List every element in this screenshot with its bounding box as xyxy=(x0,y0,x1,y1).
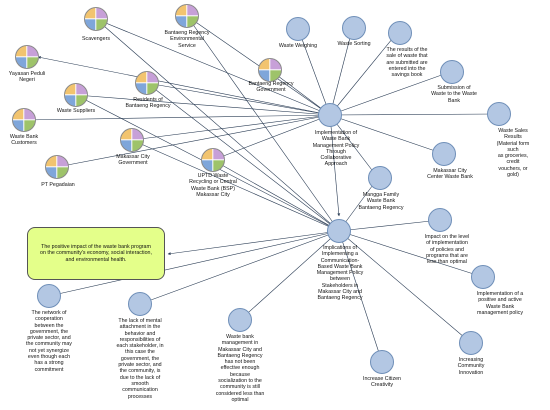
sales-results-node xyxy=(487,102,511,126)
waste-suppliers-label: Waste Suppliers xyxy=(56,108,96,114)
connector-arrow xyxy=(298,30,331,116)
positive-impl-label: Implementation of a positive and active … xyxy=(476,291,524,316)
connector-arrow xyxy=(146,82,340,232)
network-node xyxy=(37,284,61,308)
impact-level-label: Impact on the level of implementation of… xyxy=(424,234,470,266)
positive-impact-box: The positive impact of the waste bank pr… xyxy=(27,227,165,280)
connector-arrow xyxy=(338,230,472,344)
creativity-label: Increase Citizen Creativity xyxy=(363,376,401,389)
yayasan-pie-icon xyxy=(15,45,39,69)
bantaeng-gov-pie-icon xyxy=(258,58,282,82)
waste-weighing-label: Waste Weighing xyxy=(278,43,318,49)
bantaeng-gov-label: Bantaeng Regency Government xyxy=(248,81,294,94)
creativity-node xyxy=(370,350,394,374)
connector-arrow xyxy=(186,15,340,232)
connector-arrow xyxy=(329,114,341,217)
connector-arrow xyxy=(48,230,340,297)
residents-pie-icon xyxy=(135,71,159,95)
sale-results-node xyxy=(388,21,412,45)
pegadaian-pie-icon xyxy=(45,155,69,179)
pegadaian-label: PT Pegadaian xyxy=(41,182,75,188)
scavengers-pie-icon xyxy=(84,7,108,31)
customers-pie-icon xyxy=(12,108,36,132)
connector-arrow xyxy=(329,114,379,179)
connector-arrow xyxy=(329,114,445,155)
connector-arrow xyxy=(139,230,340,305)
not-effective-label: Waste bank management in Makassar City a… xyxy=(215,334,265,403)
lack-attachment-node xyxy=(128,292,152,316)
sales-results-label: Waste Sales Results (Material form such … xyxy=(496,128,530,179)
submission-node xyxy=(440,60,464,84)
connector-arrow xyxy=(338,218,441,232)
not-effective-node xyxy=(228,308,252,332)
waste-sorting-node xyxy=(342,16,366,40)
connector-arrow xyxy=(329,71,451,116)
bantaeng-env-pie-icon xyxy=(175,4,199,28)
connector-arrow xyxy=(212,159,340,232)
connector-arrow xyxy=(329,112,498,116)
residents-label: Residents of Bantaeng Regency xyxy=(125,97,171,110)
network-label: The network of cooperation between the g… xyxy=(26,310,72,373)
connector-arrow xyxy=(95,18,340,232)
mangga-node xyxy=(368,166,392,190)
customers-label: Waste Bank Customers xyxy=(9,134,39,147)
innovation-node xyxy=(459,331,483,355)
lack-attachment-label: The lack of mental attachment in the beh… xyxy=(116,318,164,400)
scavengers-label: Scavengers xyxy=(82,36,110,42)
implementation-node xyxy=(318,103,342,127)
connector-arrow xyxy=(212,114,331,161)
waste-sorting-label: Waste Sorting xyxy=(337,41,371,47)
connector-arrow xyxy=(75,93,331,116)
innovation-label: Increasing Community Innovation xyxy=(457,357,485,376)
uptd-label: UPTD Waste Recycling or Central Waste Ba… xyxy=(189,173,237,198)
connector-arrow xyxy=(131,114,331,142)
bantaeng-env-label: Bantaeng Regency Environmental Service xyxy=(164,30,210,49)
connector-arrow xyxy=(95,18,331,116)
waste-weighing-node xyxy=(286,17,310,41)
sale-results-label: The results of the sale of waste that ar… xyxy=(386,47,428,79)
connector-arrow xyxy=(56,114,331,168)
connector-arrow xyxy=(37,56,331,116)
yayasan-label: Yayasan Peduli Negeri xyxy=(8,71,46,84)
connector-arrow xyxy=(131,139,340,232)
center-bank-node xyxy=(432,142,456,166)
connector-arrow xyxy=(329,32,398,116)
connector-arrow xyxy=(146,81,331,116)
connector-arrow xyxy=(239,230,340,321)
mangga-label: Mangga Family Waste Bank Bantaeng Regenc… xyxy=(358,192,404,211)
implementation-label: Implementation of Waste Bank Management … xyxy=(312,130,360,168)
connector-arrow xyxy=(338,230,484,278)
submission-label: Submission of Waste to the Waste Bank xyxy=(431,85,477,104)
implications-label: Implications of Implementing a Communica… xyxy=(316,245,364,302)
uptd-pie-icon xyxy=(201,148,225,172)
connector-arrow xyxy=(23,114,331,122)
makassar-gov-label: Makassar City Government xyxy=(116,154,150,167)
implications-node xyxy=(327,219,351,243)
connector-arrow xyxy=(338,230,383,363)
connector-arrow xyxy=(329,29,353,116)
impact-level-node xyxy=(428,208,452,232)
makassar-gov-pie-icon xyxy=(120,128,144,152)
connector-arrow xyxy=(167,230,340,256)
center-bank-label: Makassar City Center Waste Bank xyxy=(427,168,473,181)
positive-impact-text: The positive impact of the waste bank pr… xyxy=(40,244,152,263)
waste-suppliers-pie-icon xyxy=(64,83,88,107)
positive-impl-node xyxy=(471,265,495,289)
